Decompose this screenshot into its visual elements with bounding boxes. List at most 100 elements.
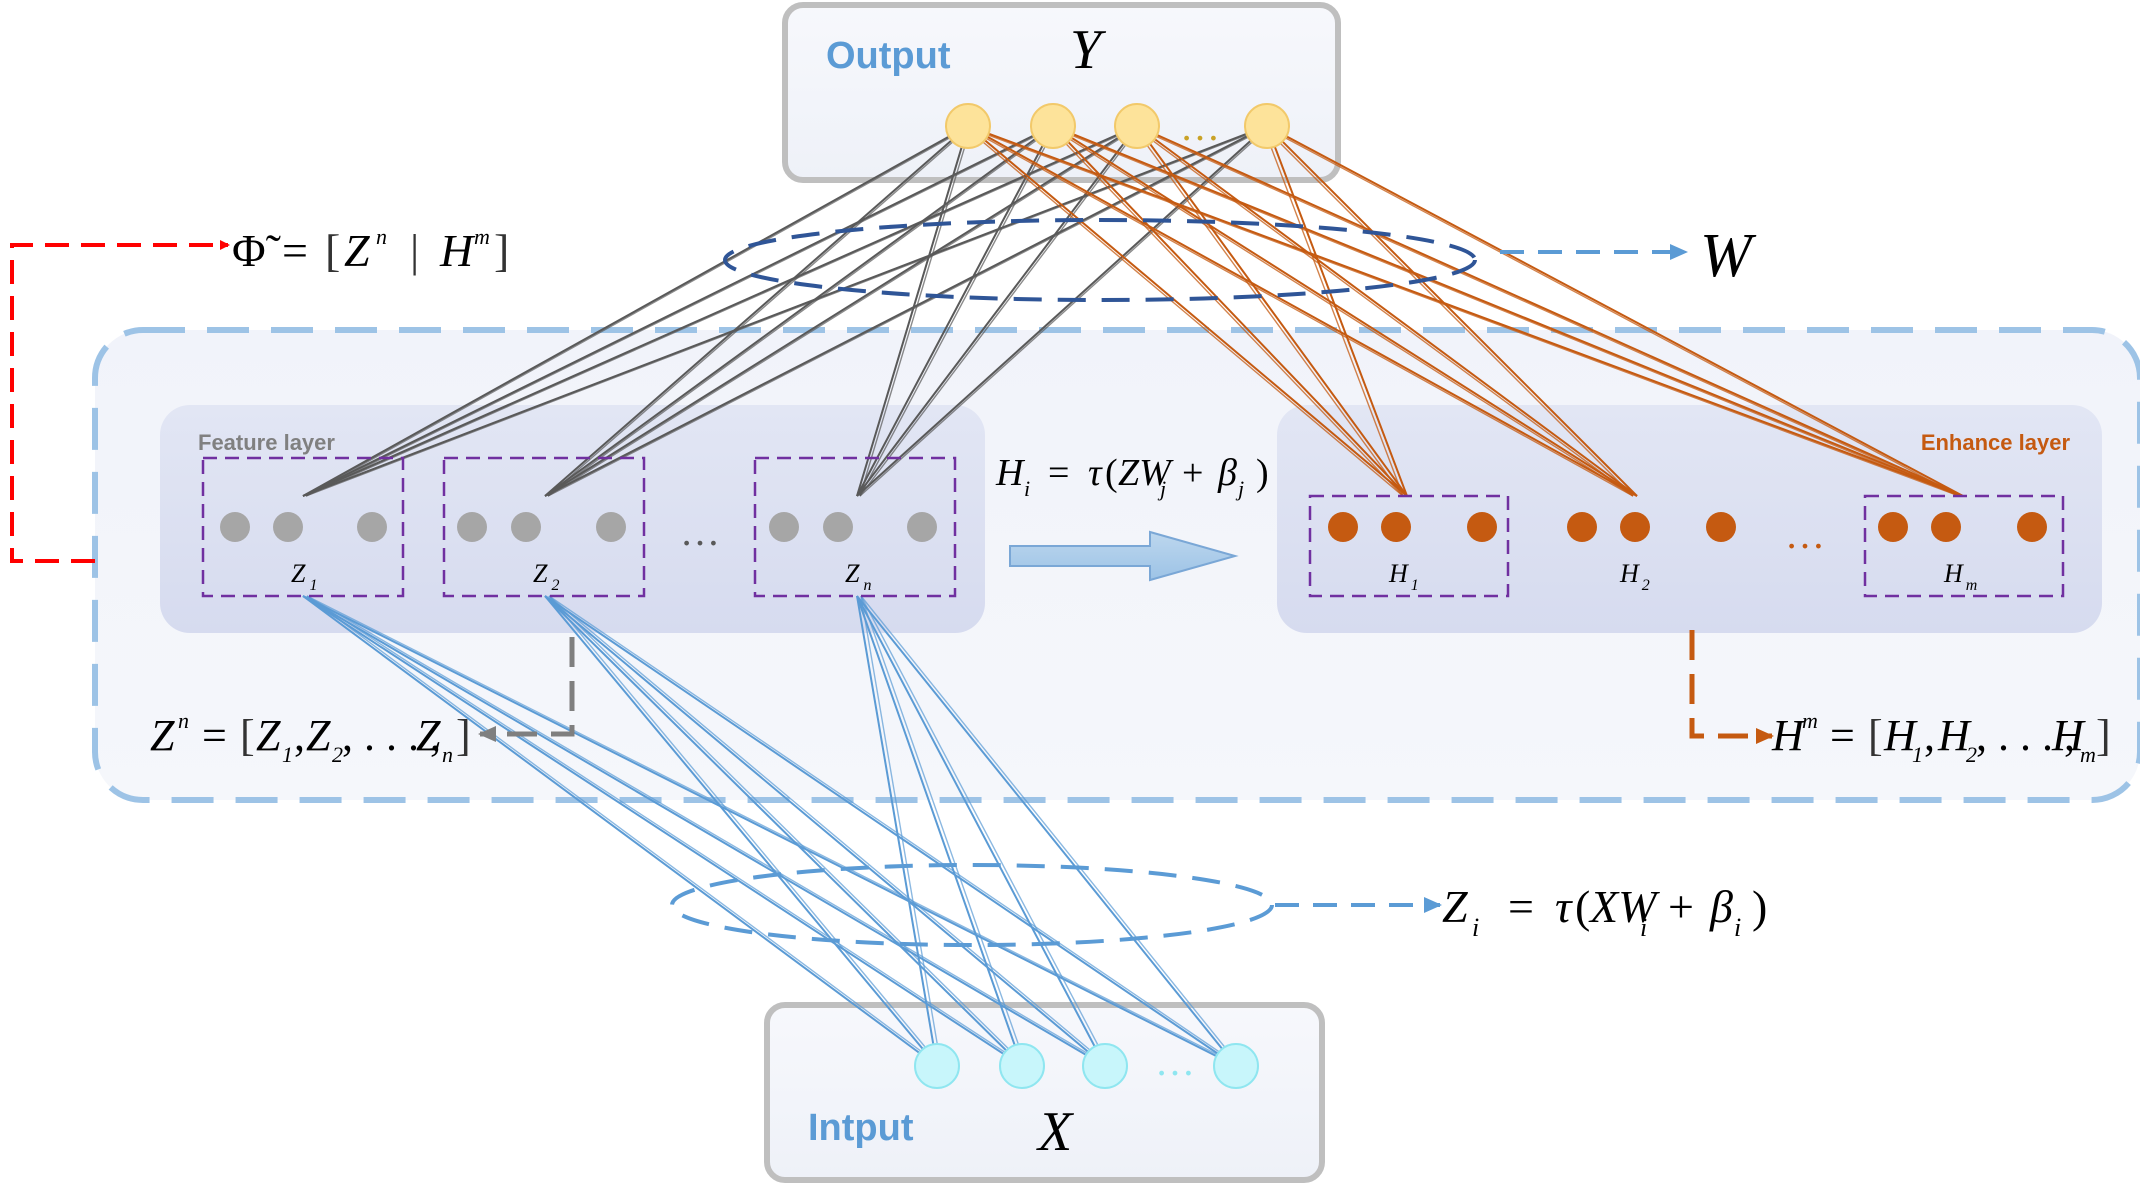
input-feature-edge (860, 595, 1110, 1067)
feature-output-edge (302, 125, 1138, 497)
enhance-formula: H i = τ ( ZW j + β j ) (995, 452, 1269, 501)
feature-output-edge (305, 125, 1271, 497)
output-weights-ellipse (723, 218, 1477, 302)
svg-text:+: + (1668, 881, 1694, 932)
svg-text:n: n (376, 224, 387, 249)
svg-text:Z: Z (256, 711, 281, 760)
svg-text:]: ] (456, 711, 471, 760)
svg-text:j: j (1235, 476, 1244, 501)
feature-node (457, 512, 487, 542)
feature-output-edge (544, 125, 1138, 497)
enhance-output-edge (1136, 125, 1638, 497)
enhance-output-edge (1262, 125, 1404, 497)
svg-text:[: [ (1868, 711, 1883, 760)
svg-text:i: i (1472, 913, 1479, 942)
enhance-group-box (1863, 494, 2065, 598)
input-node (914, 1043, 960, 1089)
svg-text:1: 1 (282, 742, 293, 767)
feature-output-edge (859, 125, 1141, 497)
svg-text:n: n (442, 742, 453, 767)
feature-output-edge (856, 125, 1138, 497)
input-feature-edge (856, 595, 938, 1067)
feature-group-box (201, 456, 405, 598)
enhance-output-edge (1048, 125, 1960, 497)
svg-text:H: H (1883, 711, 1918, 760)
input-symbol: X (1036, 1101, 1075, 1163)
input-feature-edge (306, 595, 1241, 1067)
svg-text:i: i (1734, 913, 1741, 942)
svg-text:,: , (294, 711, 305, 760)
svg-text:i: i (1640, 913, 1647, 942)
svg-text:1: 1 (1912, 742, 1923, 767)
svg-text:=: = (202, 711, 227, 760)
output-box (782, 2, 1341, 183)
enhance-output-edge (1136, 125, 1964, 497)
enhance-node (1328, 512, 1358, 542)
svg-text:, . . . ,: , . . . , (342, 711, 441, 760)
enhance-node (1620, 512, 1650, 542)
input-feature-edge (548, 595, 1241, 1067)
svg-text:]: ] (494, 225, 509, 276)
input-feature-edge (860, 595, 1027, 1067)
svg-text:2: 2 (332, 742, 343, 767)
input-feature-edge (548, 595, 942, 1067)
output-node (1114, 103, 1160, 149)
svg-text:, . . . ,: , . . . , (1976, 711, 2075, 760)
hm-collect-arrow (1689, 630, 1774, 744)
output-node (1244, 103, 1290, 149)
enhance-output-edge (963, 125, 1404, 497)
feature-output-edge (302, 125, 1054, 497)
hm-formula: H m = [ H 1 , H 2 , . . . , H m ] (1771, 708, 2111, 767)
svg-text:β: β (1709, 881, 1733, 932)
feature-output-edge (544, 125, 1054, 497)
feature-formula: Z i = τ ( XW i + β i ) (1442, 881, 1767, 942)
svg-text:(: ( (1575, 881, 1590, 932)
input-feature-edge (302, 595, 1106, 1067)
enhance-output-edge (967, 125, 1964, 497)
output-label: Output (826, 35, 951, 77)
feature-output-edge (859, 125, 1057, 497)
svg-text:H: H (1937, 711, 1972, 760)
svg-text:=: = (1830, 711, 1855, 760)
input-feature-edge (544, 595, 1237, 1067)
input-feature-edge (306, 595, 1027, 1067)
enhance-output-edge (1052, 125, 1964, 497)
feature-output-edge (302, 125, 969, 497)
enhance-output-edge (963, 125, 1960, 497)
svg-text:[: [ (240, 711, 255, 760)
svg-text:|: | (410, 225, 419, 276)
feature-group-box (753, 456, 957, 598)
svg-text:=: = (282, 225, 308, 276)
enhance-node (1706, 512, 1736, 542)
svg-text:]: ] (2096, 711, 2111, 760)
enhance-layer-title: Enhance layer (1921, 430, 2071, 455)
input-feature-edge (856, 595, 1023, 1067)
input-ellipsis: … (1155, 1039, 1195, 1084)
svg-text:+: + (1182, 452, 1203, 494)
output-node (945, 103, 991, 149)
enhance-group-box (1308, 494, 1510, 598)
input-feature-edge (860, 595, 1241, 1067)
enhance-output-edge (1266, 125, 1638, 497)
enhance-output-edge (1052, 125, 1408, 497)
feature-to-enhance-arrow (1009, 530, 1239, 582)
input-feature-edge (856, 595, 1106, 1067)
input-to-feature-connections (302, 595, 1241, 1067)
feature-node (357, 512, 387, 542)
feature-output-edge (302, 125, 1268, 497)
svg-text:Z: Z (416, 711, 441, 760)
svg-text:Z: Z (344, 225, 370, 276)
svg-text:XW: XW (1588, 881, 1660, 932)
enhance-output-edge (1052, 125, 1638, 497)
feature-node (823, 512, 853, 542)
svg-text:β: β (1217, 452, 1237, 494)
feature-output-edge (305, 125, 972, 497)
